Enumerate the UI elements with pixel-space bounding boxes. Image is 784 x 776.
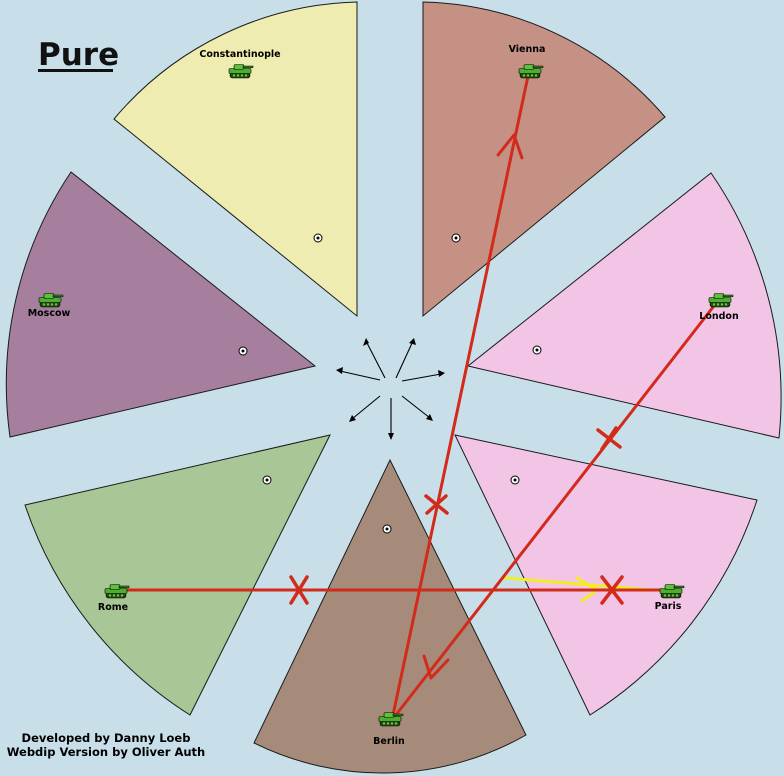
- order-london-berlin[interactable]: [390, 300, 719, 722]
- label-rome: Rome: [98, 602, 128, 613]
- territory-rome[interactable]: [24, 434, 331, 716]
- territory-london[interactable]: [466, 172, 782, 439]
- territory-paris[interactable]: [454, 434, 758, 716]
- center-arrow-icon: [401, 370, 445, 382]
- territory-constantinople[interactable]: [113, 1, 358, 318]
- supply-center-icon: [451, 233, 461, 243]
- center-arrow-icon: [395, 338, 416, 379]
- x-mark-icon: [424, 494, 449, 515]
- supply-center-icon: [532, 345, 542, 355]
- territory-berlin[interactable]: [253, 458, 527, 774]
- supply-center-icon: [382, 524, 392, 534]
- label-vienna: Vienna: [509, 44, 546, 55]
- supply-center-icon: [510, 475, 520, 485]
- label-moscow: Moscow: [28, 308, 71, 319]
- map-title: Pure: [38, 37, 119, 73]
- label-constantinople: Constantinople: [199, 49, 280, 60]
- label-paris: Paris: [655, 601, 682, 612]
- center-arrow-icon: [401, 395, 433, 421]
- title-underline: [38, 69, 113, 72]
- supply-center-icon: [238, 346, 248, 356]
- supply-center-icon: [262, 475, 272, 485]
- label-berlin: Berlin: [373, 736, 405, 747]
- label-london: London: [699, 311, 739, 322]
- x-mark-icon: [596, 426, 622, 451]
- center-arrow-icon: [336, 367, 381, 381]
- credit-developer: Developed by Danny Loeb: [22, 731, 191, 745]
- territory-moscow[interactable]: [5, 171, 317, 438]
- center-arrow-icon: [349, 395, 381, 422]
- center-arrow-icon: [363, 338, 386, 379]
- supply-center-icon: [313, 233, 323, 243]
- center-compass: [336, 338, 445, 440]
- territory-vienna[interactable]: [422, 1, 666, 318]
- credit-webdip: Webdip Version by Oliver Auth: [7, 745, 205, 759]
- x-mark-icon: [289, 575, 309, 605]
- center-arrow-icon: [388, 398, 394, 440]
- order-berlin-vienna[interactable]: [390, 74, 530, 722]
- x-mark-icon: [600, 575, 624, 605]
